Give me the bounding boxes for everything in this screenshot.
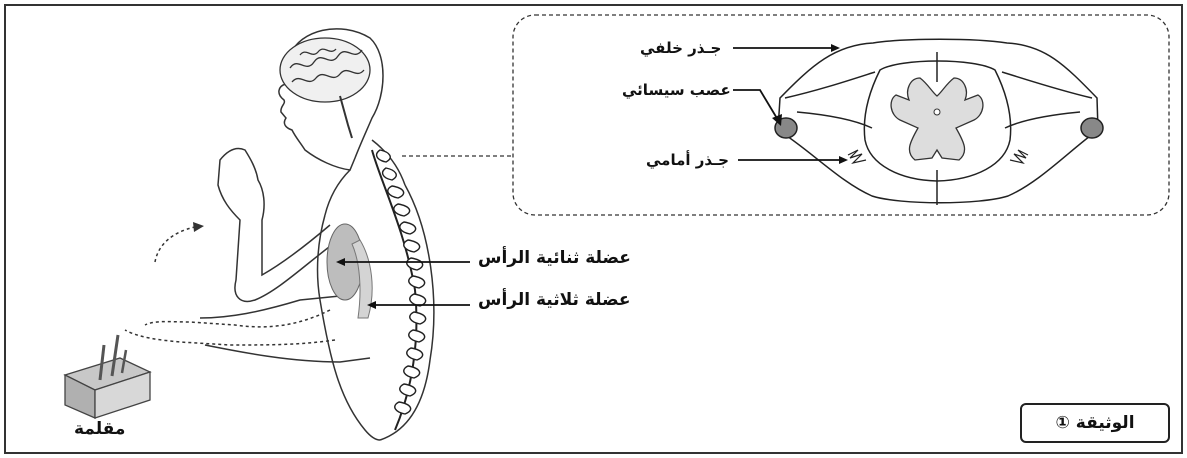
outer-border <box>5 5 1182 453</box>
spinal-cord-inset <box>513 15 1169 215</box>
pointer-spinal-nerve <box>733 90 778 120</box>
movement-arrow <box>155 227 195 262</box>
pen-cup-label: مقلمة <box>74 421 125 438</box>
grey-matter <box>891 78 983 160</box>
ventral-rootlets-left <box>848 150 866 163</box>
ventral-root-label: جـذر أمامي <box>646 153 729 168</box>
ventral-rootlets-right <box>1010 150 1028 163</box>
brain <box>280 38 370 102</box>
dorsal-root-label: جـذر خلفي <box>640 41 721 56</box>
triceps-label: عضلة ثلاثية الرأس <box>478 292 630 309</box>
biceps-label: عضلة ثنائية الرأس <box>478 250 631 267</box>
spinal-nerve-label: عصب سيسائي <box>622 83 731 98</box>
document-label: الوثيقة ① <box>1055 413 1134 433</box>
ganglion-right <box>1081 118 1103 138</box>
central-canal <box>934 109 940 115</box>
vertebral-column <box>372 150 426 430</box>
human-figure <box>125 29 434 440</box>
pen-cup <box>65 335 150 418</box>
document-label-box: الوثيقة ① <box>1020 403 1170 443</box>
